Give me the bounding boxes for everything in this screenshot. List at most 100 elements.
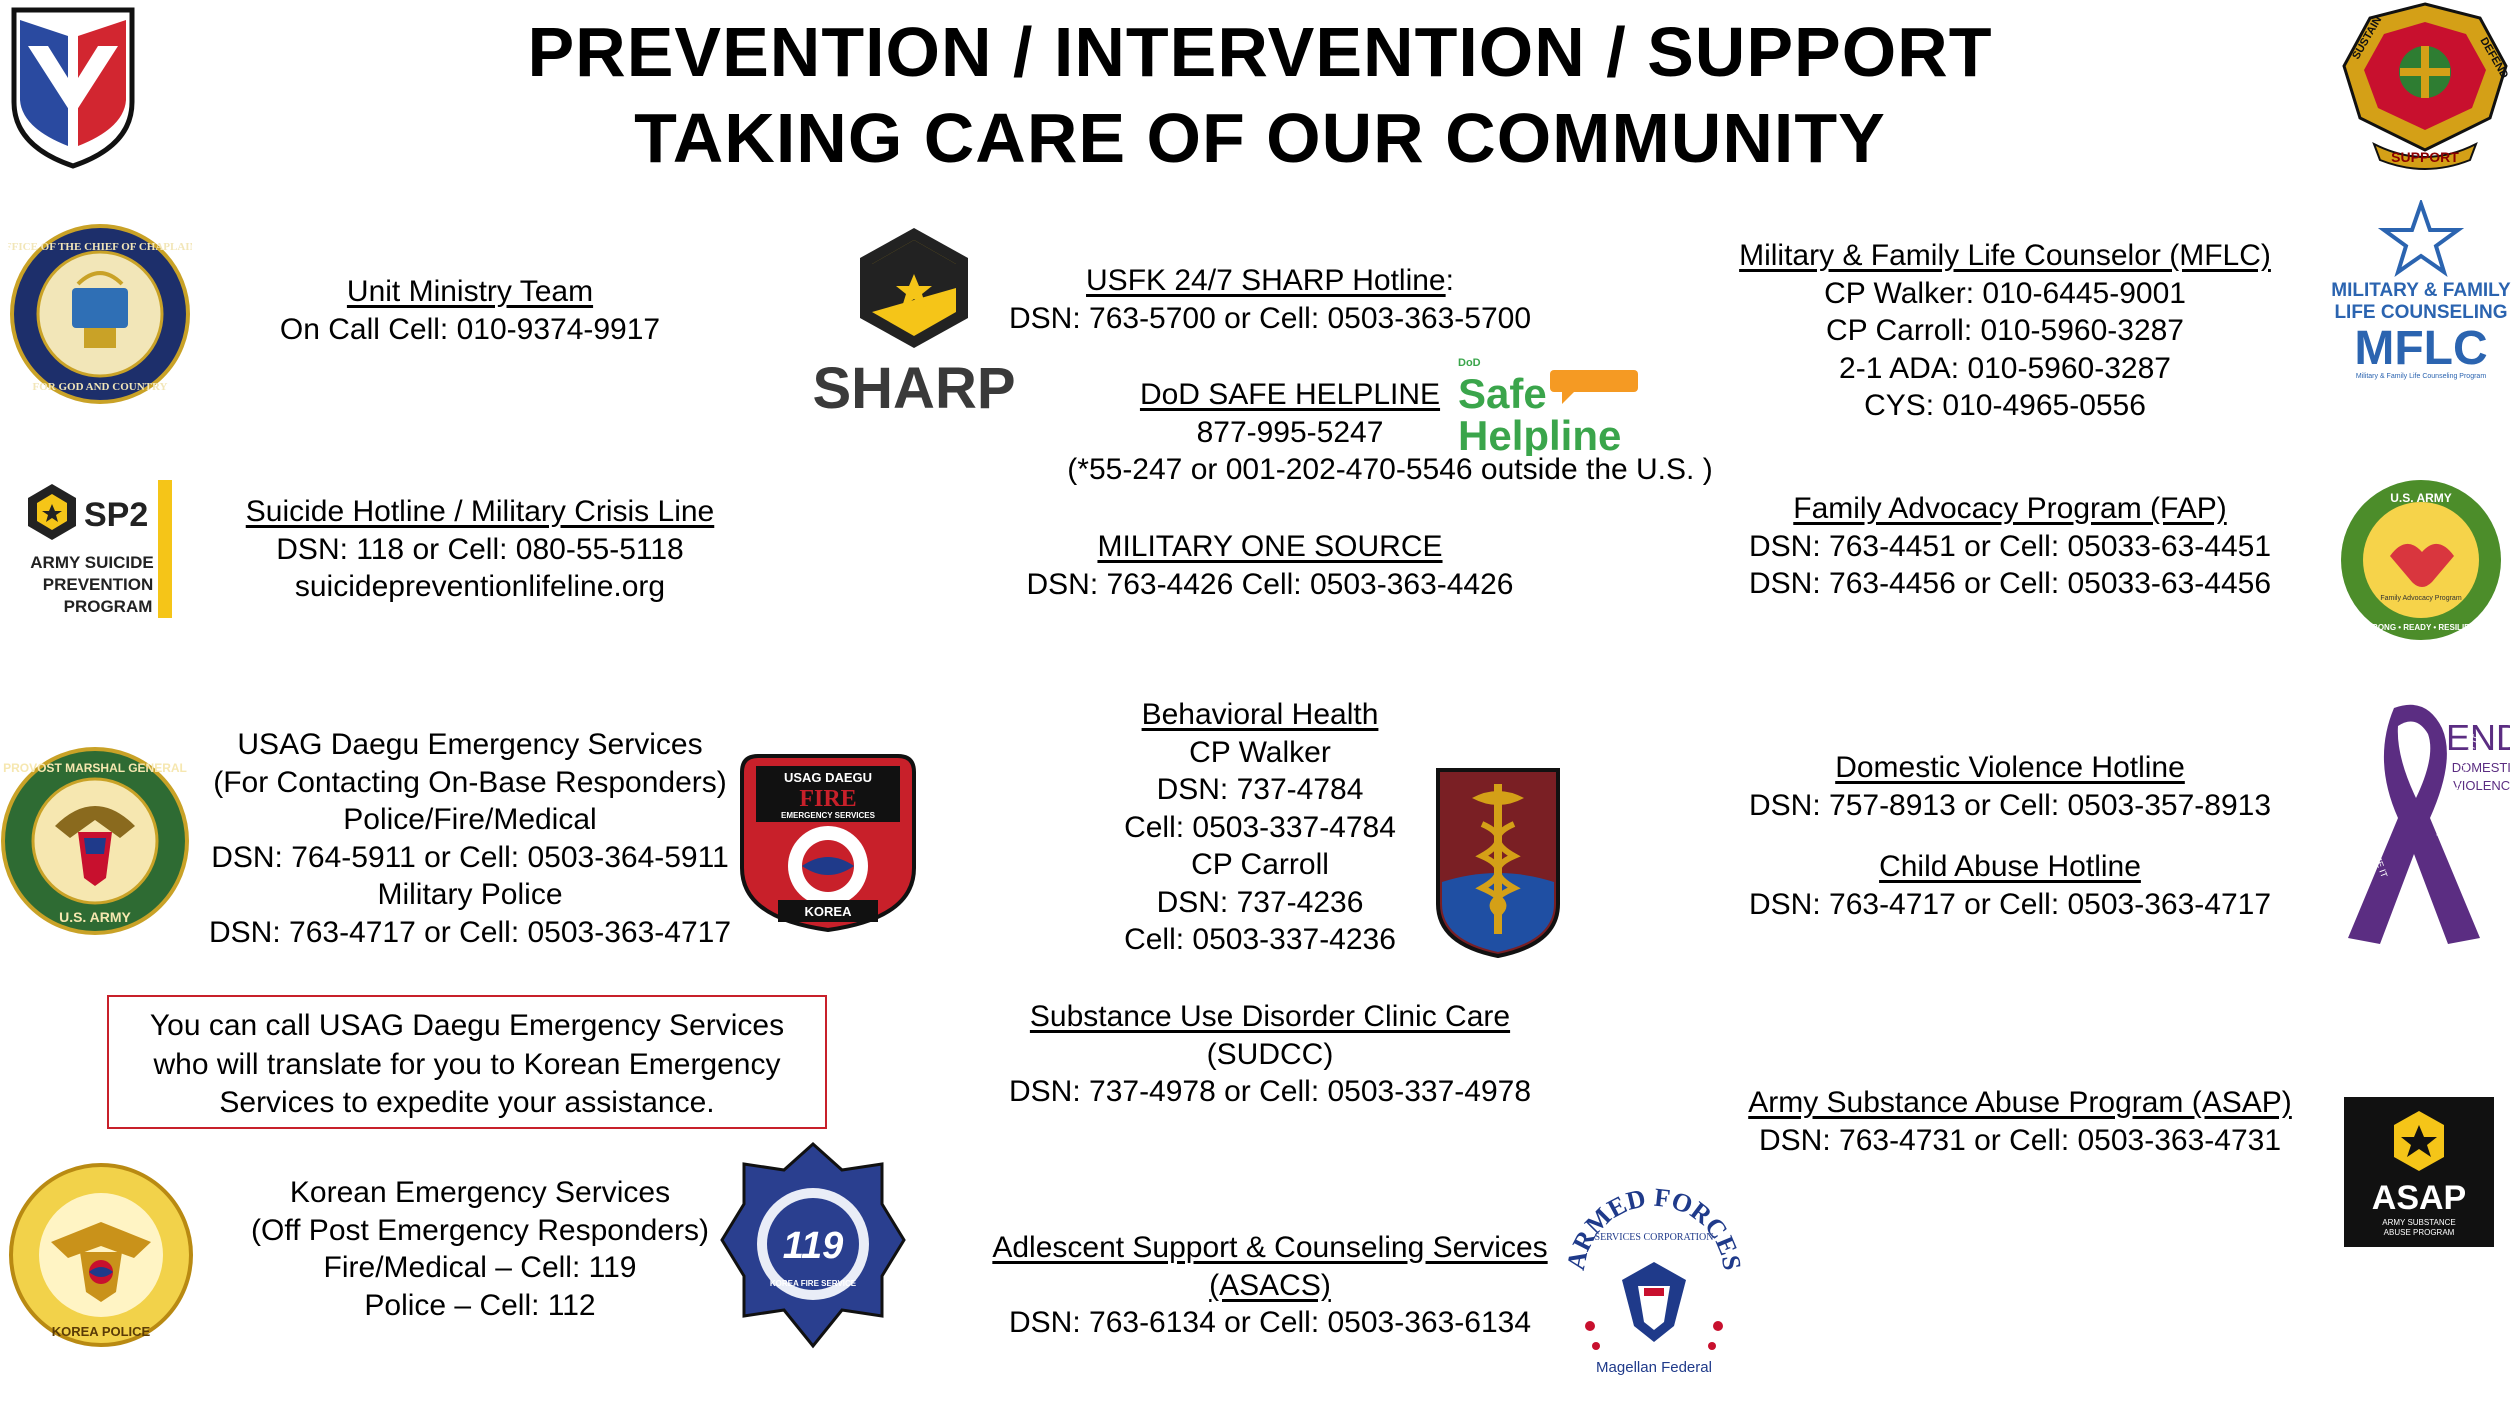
fire-badge-line3: EMERGENCY SERVICES — [781, 811, 876, 820]
notice-line-3: Services to expedite your assistance. — [219, 1086, 715, 1119]
behavioral-carroll-dsn: DSN: 737-4236 — [1156, 885, 1364, 919]
unit-ministry-title: Unit Ministry Team — [346, 275, 594, 308]
asacs-abbr: (ASACS) — [1209, 1268, 1331, 1302]
korea-fire-service-badge-icon: 119 KOREA FIRE SERVICE — [718, 1140, 908, 1350]
suicide-website: suicidepreventionlifeline.org — [294, 570, 666, 603]
page-title-line1: PREVENTION / INTERVENTION / SUPPORT — [527, 13, 1993, 91]
korea-fire-badge-text: KOREA FIRE SERVICE — [770, 1279, 857, 1288]
sp2-logo-line2: PREVENTION — [43, 575, 154, 594]
sudcc-block: Substance Use Disorder Clinic Care (SUDC… — [960, 998, 1580, 1111]
sharp-logo-icon: SHARP — [810, 222, 1020, 422]
pmg-seal-text-top: PROVOST MARSHAL GENERAL — [3, 761, 187, 775]
notice-line-1: You can call USAG Daegu Emergency Servic… — [149, 1009, 785, 1042]
garrison-support-insignia-icon: SUPPORT SUSTAIN DEFEND — [2330, 0, 2520, 172]
dv-ribbon-left: RECOGNIZE IT — [2358, 815, 2389, 879]
domestic-violence-phone: DSN: 757-8913 or Cell: 0503-357-8913 — [1749, 788, 2271, 822]
asap-block: Army Substance Abuse Program (ASAP) DSN:… — [1720, 1084, 2320, 1159]
usag-emergency-subtitle: (For Contacting On-Base Responders) — [213, 765, 727, 799]
sp2-logo-line3: PROGRAM — [64, 597, 153, 616]
translation-notice-box: You can call USAG Daegu Emergency Servic… — [107, 995, 827, 1129]
mflc-logo-abbr: MFLC — [2354, 322, 2487, 375]
usag-emergency-block: USAG Daegu Emergency Services (For Conta… — [190, 726, 750, 951]
child-abuse-title: Child Abuse Hotline — [1879, 850, 2141, 883]
korea-fire-badge-number: 119 — [783, 1225, 844, 1267]
mflc-line-cys: CYS: 010-4965-0556 — [1864, 389, 2146, 422]
behavioral-health-block: Behavioral Health CP Walker DSN: 737-478… — [1060, 696, 1460, 959]
asap-logo-small1: ARMY SUBSTANCE — [2382, 1218, 2456, 1227]
page-title-line2: TAKING CARE OF OUR COMMUNITY — [634, 99, 1886, 177]
svg-text:ARMED FORCES: ARMED FORCES — [1561, 1183, 1747, 1273]
mflc-logo-line2: LIFE COUNSELING — [2334, 302, 2507, 323]
asap-logo-abbr: ASAP — [2372, 1179, 2466, 1217]
asap-logo-icon: ASAP ARMY SUBSTANCE ABUSE PROGRAM — [2344, 1097, 2494, 1247]
safe-helpline-alt-numbers: (*55-247 or 001-202-470-5546 outside the… — [1067, 453, 1713, 486]
usag-emergency-title: USAG Daegu Emergency Services — [237, 728, 703, 761]
suicide-title: Suicide Hotline / Military Crisis Line — [245, 495, 715, 528]
mflc-logo-icon: MILITARY & FAMILY LIFE COUNSELING MFLC M… — [2326, 200, 2516, 382]
domestic-violence-block: Domestic Violence Hotline DSN: 757-8913 … — [1700, 749, 2320, 824]
fire-badge-line2: FIRE — [799, 786, 856, 812]
behavioral-carroll-label: CP Carroll — [1191, 848, 1329, 881]
suicide-phone: DSN: 118 or Cell: 080-55-5118 — [276, 532, 684, 566]
safe-helpline-logo-dod: DoD — [1458, 357, 1481, 369]
asacs-title: Adlescent Support & Counseling Services — [992, 1231, 1548, 1264]
behavioral-carroll-cell: Cell: 0503-337-4236 — [1124, 923, 1396, 956]
safe-helpline-logo-line1: Safe — [1458, 370, 1547, 417]
korean-police-seal-text: KOREA POLICE — [52, 1324, 151, 1339]
one-source-block: MILITARY ONE SOURCE DSN: 763-4426 Cell: … — [960, 528, 1580, 603]
fire-badge-line1: USAG DAEGU — [784, 770, 872, 785]
asap-title: Army Substance Abuse Program (ASAP) — [1748, 1086, 2292, 1119]
insignia-motto-bottom: SUPPORT — [2391, 149, 2459, 165]
asacs-logo-top: ARMED FORCES — [1561, 1183, 1747, 1273]
usag-military-police-label: Military Police — [377, 878, 563, 911]
safe-helpline-block: DoD SAFE HELPLINE 877-995-5247 — [1060, 376, 1520, 451]
chaplains-seal-text-bottom: FOR GOD AND COUNTRY — [33, 381, 168, 393]
usag-emergency-services: Police/Fire/Medical — [343, 803, 597, 836]
dv-logo-line3: VIOLENCE — [2453, 778, 2510, 793]
medical-caduceus-patch-icon — [1432, 764, 1564, 960]
safe-helpline-title: DoD SAFE HELPLINE — [1139, 378, 1441, 411]
unit-ministry-phone: On Call Cell: 010-9374-9917 — [279, 312, 661, 346]
domestic-violence-title: Domestic Violence Hotline — [1835, 751, 2185, 784]
sharp-phone: DSN: 763-5700 or Cell: 0503-363-5700 — [1009, 301, 1531, 335]
fap-title: Family Advocacy Program (FAP) — [1793, 492, 2227, 525]
mflc-logo-small: Military & Family Life Counseling Progra… — [2356, 373, 2486, 380]
fap-phone-1: DSN: 763-4451 or Cell: 05033-63-4451 — [1749, 529, 2271, 563]
purple-ribbon-icon: END DOMESTIC VIOLENCE RECOGNIZE IT REPOR… — [2330, 698, 2510, 948]
korean-police-seal-icon: KOREA POLICE — [8, 1162, 194, 1348]
korean-emergency-fire-medical: Fire/Medical – Cell: 119 — [323, 1251, 637, 1284]
notice-line-2: who will translate for you to Korean Eme… — [153, 1047, 781, 1081]
safe-helpline-alt-wrap: (*55-247 or 001-202-470-5546 outside the… — [880, 451, 1900, 489]
sharp-block: USFK 24/7 SHARP Hotline: DSN: 763-5700 o… — [960, 262, 1580, 337]
korean-emergency-title: Korean Emergency Services — [289, 1176, 671, 1209]
fire-badge-line4: KOREA — [805, 904, 853, 919]
sudcc-abbr: (SUDCC) — [1206, 1037, 1334, 1071]
sharp-title: USFK 24/7 SHARP Hotline — [1086, 264, 1446, 297]
mflc-line-carroll: CP Carroll: 010-5960-3287 — [1826, 314, 2184, 347]
behavioral-walker-cell: Cell: 0503-337-4784 — [1124, 810, 1396, 844]
asap-phone: DSN: 763-4731 or Cell: 0503-363-4731 — [1759, 1123, 2281, 1157]
sudcc-phone: DSN: 737-4978 or Cell: 0503-337-4978 — [1009, 1075, 1531, 1108]
child-abuse-block: Child Abuse Hotline DSN: 763-4717 or Cel… — [1700, 848, 2320, 923]
usag-emergency-phone: DSN: 764-5911 or Cell: 0503-364-5911 — [211, 840, 729, 874]
one-source-phone: DSN: 763-4426 Cell: 0503-363-4426 — [1026, 567, 1514, 601]
fap-block: Family Advocacy Program (FAP) DSN: 763-4… — [1720, 490, 2300, 603]
korean-emergency-police: Police – Cell: 112 — [364, 1288, 596, 1322]
mflc-title: Military & Family Life Counselor (MFLC) — [1739, 239, 2271, 272]
fap-logo-icon: U.S. ARMY Family Advocacy Program STRONG… — [2336, 478, 2506, 642]
korean-emergency-block: Korean Emergency Services (Off Post Emer… — [210, 1174, 750, 1324]
asacs-phone: DSN: 763-6134 or Cell: 0503-363-6134 — [1009, 1306, 1531, 1339]
mflc-logo-line1: MILITARY & FAMILY — [2331, 280, 2511, 301]
child-abuse-phone: DSN: 763-4717 or Cell: 0503-363-4717 — [1749, 887, 2271, 921]
sharp-logo-word: SHARP — [812, 356, 1015, 421]
armed-forces-services-logo-icon: ARMED FORCES SERVICES CORPORATION Magell… — [1556, 1176, 1752, 1386]
dv-logo-line2: DOMESTIC — [2452, 760, 2510, 775]
mflc-block: Military & Family Life Counselor (MFLC) … — [1700, 237, 2310, 425]
usag-fire-badge-icon: USAG DAEGU FIRE EMERGENCY SERVICES KOREA — [738, 748, 918, 932]
installation-management-patch-icon — [8, 6, 138, 170]
fap-logo-bottom: STRONG • READY • RESILIENT — [2362, 623, 2480, 632]
suicide-block: Suicide Hotline / Military Crisis Line D… — [200, 493, 760, 606]
behavioral-walker-label: CP Walker — [1189, 735, 1331, 769]
asacs-logo-bottom: Magellan Federal — [1596, 1359, 1712, 1376]
one-source-title: MILITARY ONE SOURCE — [1097, 530, 1443, 563]
